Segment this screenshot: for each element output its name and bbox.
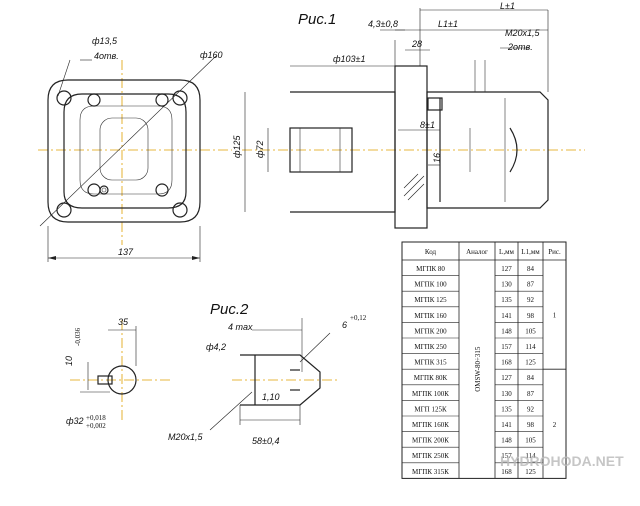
table-cell: 168 xyxy=(501,359,512,367)
table-cell: МГПК 160 xyxy=(414,312,447,320)
table-cell: 98 xyxy=(527,421,535,429)
fig2-tol-bottom: +0,002 xyxy=(86,422,106,430)
table-cell: МГПК 160К xyxy=(412,421,449,429)
fig2-shaft-len: 35 xyxy=(118,317,129,327)
flange-width: 137 xyxy=(118,247,134,257)
table-cell: 92 xyxy=(527,405,535,413)
table-cell: 92 xyxy=(527,296,535,304)
flange-hole-dia: ф13,5 xyxy=(92,36,118,46)
table-cell: 114 xyxy=(525,452,536,460)
table-cell: МГПК 250К xyxy=(412,452,449,460)
table-cell: МГПК 315К xyxy=(412,468,449,476)
table-cell: 157 xyxy=(501,452,512,460)
fig2-tol-top: +0,018 xyxy=(86,414,106,422)
table-header-cell: L,мм xyxy=(499,248,514,256)
table-frame xyxy=(401,241,567,479)
table-cell: 141 xyxy=(501,312,512,320)
table-cell: 125 xyxy=(525,468,536,476)
fig2-hole-dia: ф4,2 xyxy=(206,342,226,352)
total-length: L±1 xyxy=(500,1,515,11)
table-fig-group-1: 1 xyxy=(553,312,557,320)
table-cell: МГПК 125 xyxy=(414,296,447,304)
table-cell: МГП 125К xyxy=(414,405,447,413)
table-cell: 98 xyxy=(527,312,535,320)
table-cell: МГПК 315 xyxy=(414,359,447,367)
table-cell: 135 xyxy=(501,405,512,413)
table-cell: 130 xyxy=(501,281,512,289)
table-cell: 130 xyxy=(501,390,512,398)
table-cell: МГПК 80К xyxy=(414,374,448,382)
table-cell: 84 xyxy=(527,265,535,273)
table-cell: 105 xyxy=(525,327,536,335)
table-cell: МГПК 80 xyxy=(416,265,445,273)
flange-hole-count: 4отв. xyxy=(94,51,119,61)
flange-front-view xyxy=(38,55,232,262)
fig2-angle-tol: +0,12 xyxy=(350,314,367,322)
table-fig-group-2: 2 xyxy=(553,421,557,429)
table-cell: 141 xyxy=(501,421,512,429)
table-cell: 127 xyxy=(501,265,512,273)
table-cell: 114 xyxy=(525,343,536,351)
table-cell: 87 xyxy=(527,281,535,289)
table-cell: 157 xyxy=(501,343,512,351)
shaft-dia: ф72 xyxy=(255,140,265,158)
table-header-cell: L1,мм xyxy=(521,248,540,256)
table-cell: МГПК 200 xyxy=(414,327,447,335)
offset-dim: 4,3±0,8 xyxy=(368,19,398,29)
table-cell: 125 xyxy=(525,359,536,367)
fig1-label: Рис.1 xyxy=(298,11,336,28)
watermark: HYDROHODA.NET xyxy=(500,453,624,469)
fig2-key-tol: -0,036 xyxy=(74,327,82,346)
table-header-cell: Код xyxy=(425,248,437,256)
port-thread: M20х1,5 xyxy=(505,28,541,38)
table-cell: 168 xyxy=(501,468,512,476)
table-cell: МГПК 100 xyxy=(414,281,447,289)
fig2-port-len: 58±0,4 xyxy=(252,436,279,446)
table-cell: 148 xyxy=(501,327,512,335)
side-view xyxy=(242,8,585,229)
table-header-cell: Аналог xyxy=(466,248,488,256)
fig2-view xyxy=(70,318,340,431)
table-cell: МГПК 200К xyxy=(412,437,449,445)
outer-dia: ф125 xyxy=(232,134,242,158)
table-header-cell: Рис. xyxy=(548,248,561,256)
key-length: 16 xyxy=(432,153,442,163)
table-cell: МГПК 100К xyxy=(412,390,449,398)
flange-bolt-circle: ф160 xyxy=(200,50,223,60)
length-l1: L1±1 xyxy=(438,19,458,29)
fig2-angle: 6 xyxy=(342,320,347,330)
pilot-dia: ф103±1 xyxy=(333,54,365,64)
fig2-key-depth: 10 xyxy=(64,356,74,366)
fig2-roughness: 1,10 xyxy=(262,392,280,402)
port-count: 2отв. xyxy=(507,42,533,52)
fig2-depth-max: 4 max xyxy=(228,322,253,332)
fig2-shaft-dia: ф32 xyxy=(66,416,84,426)
flange-thk: 28 xyxy=(411,39,422,49)
table-cell: 87 xyxy=(527,390,535,398)
table-cell: 105 xyxy=(525,437,536,445)
key-width: 8±1 xyxy=(420,120,435,130)
table-cell: 135 xyxy=(501,296,512,304)
table-cell: 127 xyxy=(501,374,512,382)
fig2-thread: M20х1,5 xyxy=(168,432,204,442)
fig2-label: Рис.2 xyxy=(210,301,249,318)
table-analog: OMSW-80÷315 xyxy=(474,346,482,392)
table-cell: 148 xyxy=(501,437,512,445)
table-cell: 84 xyxy=(527,374,535,382)
table-cell: МГПК 250 xyxy=(414,343,447,351)
